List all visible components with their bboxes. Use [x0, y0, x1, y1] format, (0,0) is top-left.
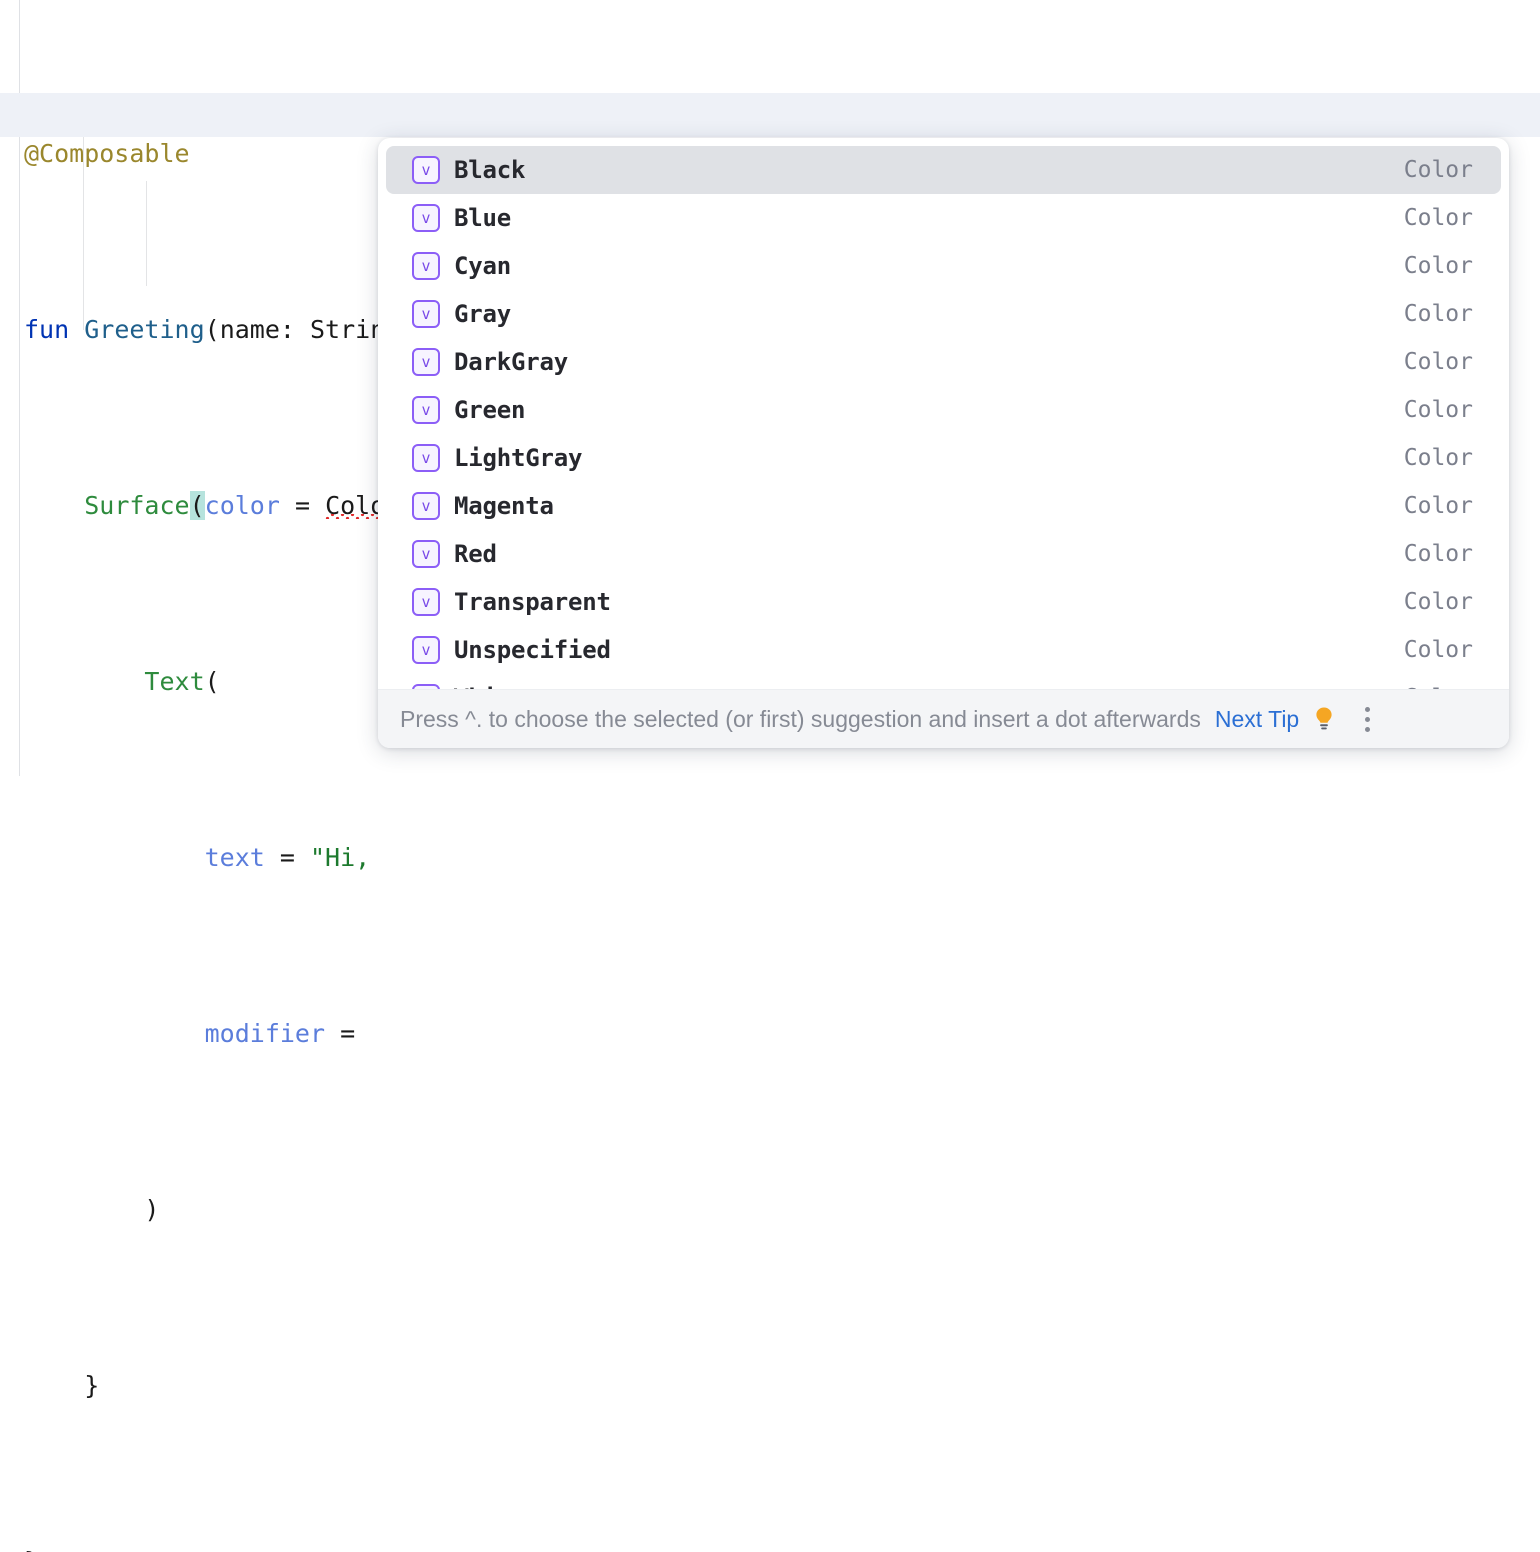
bracket-open-highlight: (	[189, 491, 205, 520]
completion-item-green[interactable]: v Green Color	[386, 386, 1501, 434]
completion-item-magenta[interactable]: v Magenta Color	[386, 482, 1501, 530]
space-1	[69, 315, 84, 344]
completion-item-label: Black	[454, 156, 526, 184]
value-property-icon: v	[412, 396, 440, 424]
completion-item-blue[interactable]: v Blue Color	[386, 194, 1501, 242]
value-property-icon: v	[412, 636, 440, 664]
equals-token-3: =	[325, 1019, 371, 1048]
named-arg-text: text	[204, 843, 265, 872]
code-line-text-arg: text = "Hi,	[0, 836, 1540, 880]
completion-item-label: Red	[454, 540, 497, 568]
completion-item-type: Color	[1403, 541, 1473, 567]
completion-item-label: Magenta	[454, 492, 554, 520]
completion-item-label: Cyan	[454, 252, 511, 280]
completion-item-label: DarkGray	[454, 348, 568, 376]
completion-item-unspecified[interactable]: v Unspecified Color	[386, 626, 1501, 674]
completion-item-type: Color	[1403, 301, 1473, 327]
value-property-icon: v	[412, 252, 440, 280]
value-property-icon: v	[412, 684, 440, 689]
code-line-annotation: @Composable	[0, 132, 1540, 176]
completion-item-white[interactable]: v White Color	[386, 674, 1501, 689]
gutter-divider	[19, 0, 20, 776]
completion-item-transparent[interactable]: v Transparent Color	[386, 578, 1501, 626]
completion-item-cyan[interactable]: v Cyan Color	[386, 242, 1501, 290]
brace-close-inner: }	[84, 1371, 100, 1400]
kebab-menu-icon[interactable]	[1363, 704, 1371, 734]
keyword-fun: fun	[24, 315, 70, 344]
completion-item-darkgray[interactable]: v DarkGray Color	[386, 338, 1501, 386]
function-call-text: Text	[144, 667, 205, 696]
lightbulb-icon[interactable]	[1311, 705, 1337, 733]
value-property-icon: v	[412, 300, 440, 328]
value-property-icon: v	[412, 204, 440, 232]
completion-item-type: Color	[1403, 589, 1473, 615]
completion-item-type: Color	[1403, 493, 1473, 519]
completion-item-label: Unspecified	[454, 636, 611, 664]
completion-item-label: LightGray	[454, 444, 583, 472]
completion-footer: Press ^. to choose the selected (or firs…	[378, 689, 1509, 748]
named-arg-modifier: modifier	[204, 1019, 326, 1048]
value-property-icon: v	[412, 540, 440, 568]
value-property-icon: v	[412, 348, 440, 376]
paren-close-text: )	[144, 1195, 160, 1224]
indent-guide-level-1	[83, 137, 84, 330]
completion-item-label: Blue	[454, 204, 511, 232]
value-property-icon: v	[412, 156, 440, 184]
function-name-greeting: Greeting	[84, 315, 205, 344]
completion-item-label: White	[454, 684, 525, 689]
completion-item-label: Green	[454, 396, 526, 424]
completion-item-type: Color	[1403, 445, 1473, 471]
next-tip-link[interactable]: Next Tip	[1214, 705, 1300, 732]
completion-item-type: Color	[1403, 349, 1473, 375]
completion-item-type: Color	[1403, 637, 1473, 663]
value-property-icon: v	[412, 492, 440, 520]
completion-item-red[interactable]: v Red Color	[386, 530, 1501, 578]
code-line-close-inner: }	[0, 1364, 1540, 1408]
indent-guide-level-2	[146, 181, 147, 286]
completion-item-black[interactable]: v Black Color	[386, 146, 1501, 194]
kebab-dot-2	[1364, 716, 1370, 722]
brace-close-outer: }	[24, 1547, 39, 1552]
kebab-dot-3	[1364, 726, 1370, 732]
completion-item-lightgray[interactable]: v LightGray Color	[386, 434, 1501, 482]
equals-token-2: =	[264, 843, 310, 872]
completion-item-label: Transparent	[454, 588, 611, 616]
footer-hint-text: Press ^. to choose the selected (or firs…	[400, 705, 1201, 732]
completion-item-type: Color	[1404, 685, 1473, 689]
completion-item-type: Color	[1403, 205, 1473, 231]
kebab-dot-1	[1364, 706, 1370, 712]
code-line-modifier-arg: modifier =	[0, 1012, 1540, 1056]
function-call-surface: Surface	[84, 491, 190, 520]
paren-open-text: (	[204, 667, 220, 696]
value-property-icon: v	[412, 444, 440, 472]
completion-item-type: Color	[1403, 253, 1473, 279]
value-property-icon: v	[412, 588, 440, 616]
code-line-text-close: )	[0, 1188, 1540, 1232]
code-line-text-open: Text(	[0, 660, 1540, 704]
completion-item-label: Gray	[454, 300, 511, 328]
completion-item-gray[interactable]: v Gray Color	[386, 290, 1501, 338]
annotation-token: @Composable	[24, 139, 190, 168]
string-literal-hi: "Hi,	[310, 843, 371, 872]
code-line-close-outer: }	[0, 1540, 1540, 1552]
named-arg-color: color	[204, 491, 280, 520]
completion-item-type: Color	[1403, 157, 1473, 183]
completion-item-type: Color	[1403, 397, 1473, 423]
equals-token-1: =	[279, 491, 326, 520]
current-line-highlight	[0, 93, 1540, 137]
